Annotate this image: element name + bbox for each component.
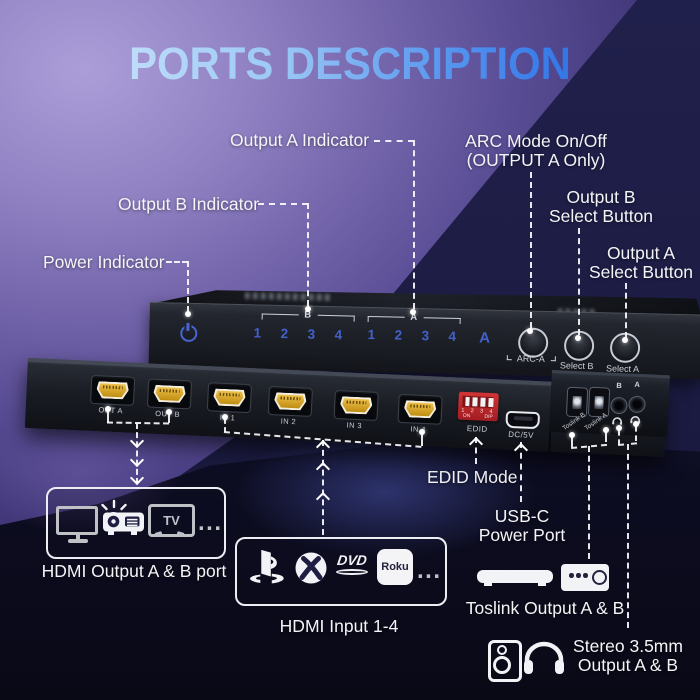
dip-dip-label: DIP <box>484 413 493 421</box>
usbc-connector <box>520 442 522 502</box>
edid-connector <box>475 437 477 464</box>
arc-mode-label: ARC Mode On/Off (OUTPUT A Only) <box>465 131 607 170</box>
brand-logo <box>245 292 333 301</box>
roku-icon: Roku <box>377 549 413 585</box>
output-b-indicator-connector <box>258 203 308 205</box>
in-2-label: IN 2 <box>280 416 297 427</box>
output-a-indicator-connector <box>374 140 414 142</box>
toslink-a-port <box>587 386 611 418</box>
toslink-output-label: Toslink Output A & B <box>465 598 625 618</box>
hdmi-out-b-port <box>146 378 193 410</box>
output-a-channel-2-led: 2 <box>394 327 403 343</box>
headphone-b-icon <box>612 417 623 425</box>
hdmi-in-2-port <box>267 385 313 417</box>
select-b-label: Select B <box>559 360 594 372</box>
hdmi-output-caption: HDMI Output A & B port <box>41 561 227 581</box>
group-b-bracket-left <box>261 313 299 321</box>
power-led-icon <box>180 322 198 343</box>
xbox-icon <box>295 552 327 584</box>
power-indicator-label: Power Indicator <box>43 252 165 272</box>
toslink-b-port <box>565 386 589 418</box>
soundbar-icon <box>477 570 553 583</box>
arc-button-label: ARC-A <box>516 353 545 364</box>
output-a-select-label: Output A Select Button <box>588 243 694 282</box>
hdmi-in-3-port <box>333 389 379 421</box>
group-a-bracket-left <box>367 315 405 323</box>
output-a-channel-3-led: 3 <box>421 328 430 344</box>
arc-connector <box>530 172 532 328</box>
output-a-indicator-label: Output A Indicator <box>230 130 370 150</box>
output-b-channel-4-led: 4 <box>334 327 343 343</box>
arc-zone-a-label: A <box>479 329 491 347</box>
jack-b-label: B <box>616 380 622 391</box>
select-b-connector <box>578 228 580 335</box>
edid-label: EDID <box>466 423 488 434</box>
dc5v-label: DC/5V <box>508 429 534 441</box>
stereo-jack-a <box>628 395 646 414</box>
hdmi-input-caption: HDMI Input 1-4 <box>279 616 399 636</box>
select-a-connector <box>625 283 627 338</box>
edid-mode-label: EDID Mode <box>427 467 518 487</box>
output-b-channel-2-led: 2 <box>280 325 289 342</box>
usbc-power-label: USB-C Power Port <box>478 506 566 545</box>
tv-icon: TV <box>148 504 195 537</box>
dvd-icon: DVD <box>332 552 372 575</box>
group-b-bracket-right <box>317 314 355 322</box>
usbc-power-port <box>505 410 541 430</box>
output-b-select-label: Output B Select Button <box>548 187 654 226</box>
output-b-indicator-label: Output B Indicator <box>118 194 260 214</box>
toslink-connector <box>571 437 573 447</box>
speaker-icon <box>488 640 522 682</box>
projector-icon <box>101 499 144 535</box>
headphones-icon <box>524 641 564 674</box>
output-a-channel-1-led: 1 <box>367 326 376 343</box>
page-title: PORTS DESCRIPTION <box>25 38 676 90</box>
hdmi-in-1-port <box>206 382 253 414</box>
hdmi-input-connector <box>224 419 226 432</box>
power-connector <box>166 261 188 263</box>
in-3-label: IN 3 <box>346 420 363 431</box>
dip-on-label: ON <box>462 412 471 420</box>
output-a-channel-4-led: 4 <box>448 328 457 344</box>
stereo-output-label: Stereo 3.5mm Output A & B <box>573 636 683 675</box>
playstation-icon <box>250 549 284 584</box>
group-a-bracket-right <box>423 317 461 325</box>
output-b-channel-1-led: 1 <box>253 325 262 341</box>
audio-output-section: Toslink B Toslink A B A <box>549 370 670 438</box>
hdmi-out-a-port <box>89 374 136 406</box>
hdmi-output-connector <box>107 411 109 423</box>
jack-a-label: A <box>634 379 641 389</box>
hdmi-in-4-port <box>397 393 443 425</box>
output-b-channel-3-led: 3 <box>307 326 316 342</box>
stereo-jack-b <box>610 396 628 415</box>
stereo-connector <box>618 430 620 445</box>
